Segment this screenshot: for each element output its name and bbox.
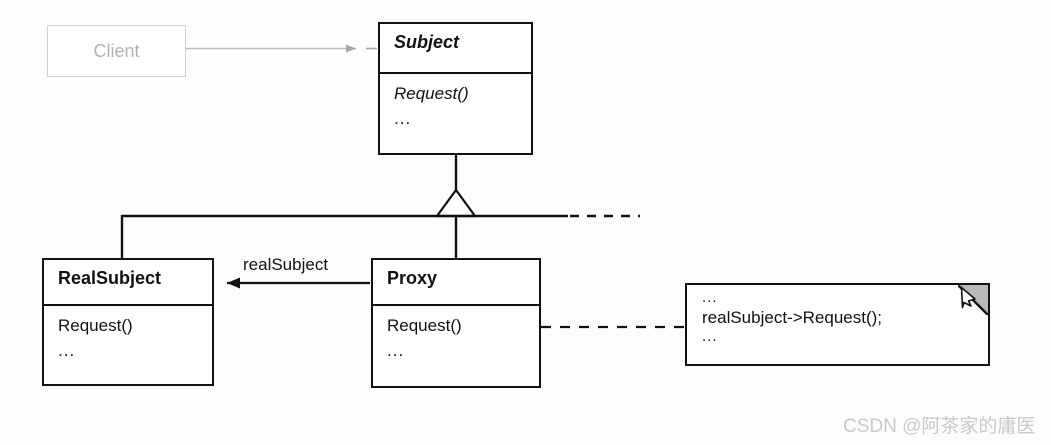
class-box-proxy[interactable]: Proxy Request() ... (371, 258, 541, 388)
class-name-client: Client (93, 40, 140, 61)
note-text: ... realSubject->Request(); ... (702, 289, 980, 346)
class-box-subject[interactable]: Subject Request() ... (378, 22, 533, 155)
note-line-1: ... (702, 289, 718, 306)
inheritance-triangle (434, 188, 478, 218)
operations-ellipsis: ... (58, 340, 76, 360)
note-box[interactable]: ... realSubject->Request(); ... (685, 283, 990, 366)
watermark-text: CSDN @阿茶家的庸医 (843, 416, 1036, 437)
operation-request: Request() (58, 316, 133, 335)
class-operations-subject: Request() ... (380, 74, 531, 139)
operation-request: Request() (394, 84, 469, 103)
note-line-3: ... (702, 328, 718, 346)
class-name-subject: Subject (394, 32, 460, 52)
operations-ellipsis: ... (387, 340, 405, 360)
class-name-realsubject: RealSubject (58, 268, 162, 288)
class-header-realsubject: RealSubject (44, 260, 212, 306)
operations-ellipsis: ... (394, 108, 412, 128)
note-line-2: realSubject->Request(); (702, 307, 883, 327)
association-label-realsubject: realSubject (243, 255, 329, 274)
class-operations-proxy: Request() ... (373, 306, 539, 371)
class-header-proxy: Proxy (373, 260, 539, 306)
class-name-proxy: Proxy (387, 268, 438, 288)
class-operations-realsubject: Request() ... (44, 306, 212, 371)
operation-request: Request() (387, 316, 462, 335)
generalization-connector (120, 155, 640, 258)
class-box-client[interactable]: Client (47, 25, 186, 77)
class-box-realsubject[interactable]: RealSubject Request() ... (42, 258, 214, 386)
class-header-subject: Subject (380, 24, 531, 74)
